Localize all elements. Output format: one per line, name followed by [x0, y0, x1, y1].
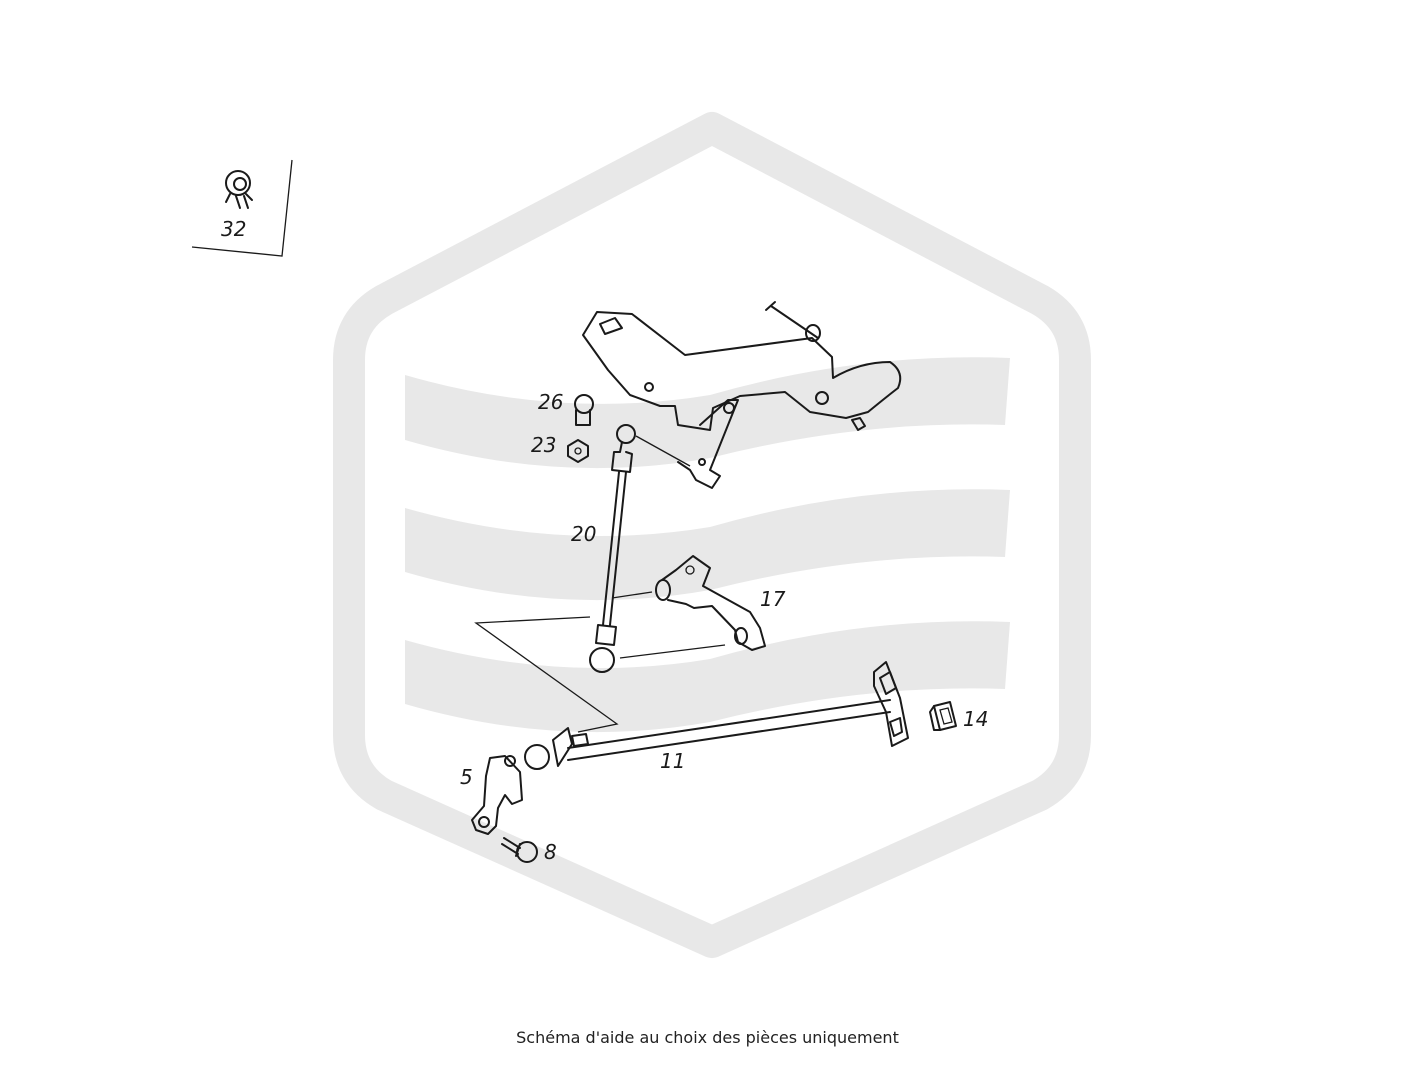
part-11-shaft[interactable]: 11: [524, 661, 909, 773]
callout-17: 17: [760, 587, 786, 611]
watermark-wave-3: [405, 621, 1010, 733]
callout-23: 23: [531, 433, 556, 457]
callout-32: 32: [221, 217, 246, 241]
part-26-ball-socket[interactable]: 26: [538, 390, 594, 426]
callout-11: 11: [660, 749, 685, 773]
watermark-logo: [333, 112, 1091, 958]
callout-5: 5: [460, 765, 473, 789]
callout-26: 26: [538, 390, 563, 414]
part-17-lever[interactable]: 17: [655, 555, 786, 651]
watermark-wave-2: [405, 489, 1010, 601]
upper-bracket-assembly[interactable]: [582, 301, 902, 489]
watermark-wave-1: [405, 357, 1010, 469]
part-20-adjustable-rod[interactable]: 20: [571, 424, 726, 673]
watermark-hexagon: [333, 112, 1091, 958]
part-8-bolt[interactable]: 8: [501, 837, 557, 864]
callout-20: 20: [571, 522, 596, 546]
part-23-nut[interactable]: 23: [531, 433, 589, 463]
part-14-rubber-block[interactable]: 14: [929, 701, 988, 731]
part-32-clip[interactable]: 32: [191, 159, 293, 257]
leader-line: [474, 616, 619, 733]
callout-8: 8: [544, 840, 557, 864]
callout-14: 14: [963, 707, 988, 731]
caption-disclaimer: Schéma d'aide au choix des pièces unique…: [516, 1028, 899, 1047]
part-5-bracket[interactable]: 5: [460, 755, 523, 835]
